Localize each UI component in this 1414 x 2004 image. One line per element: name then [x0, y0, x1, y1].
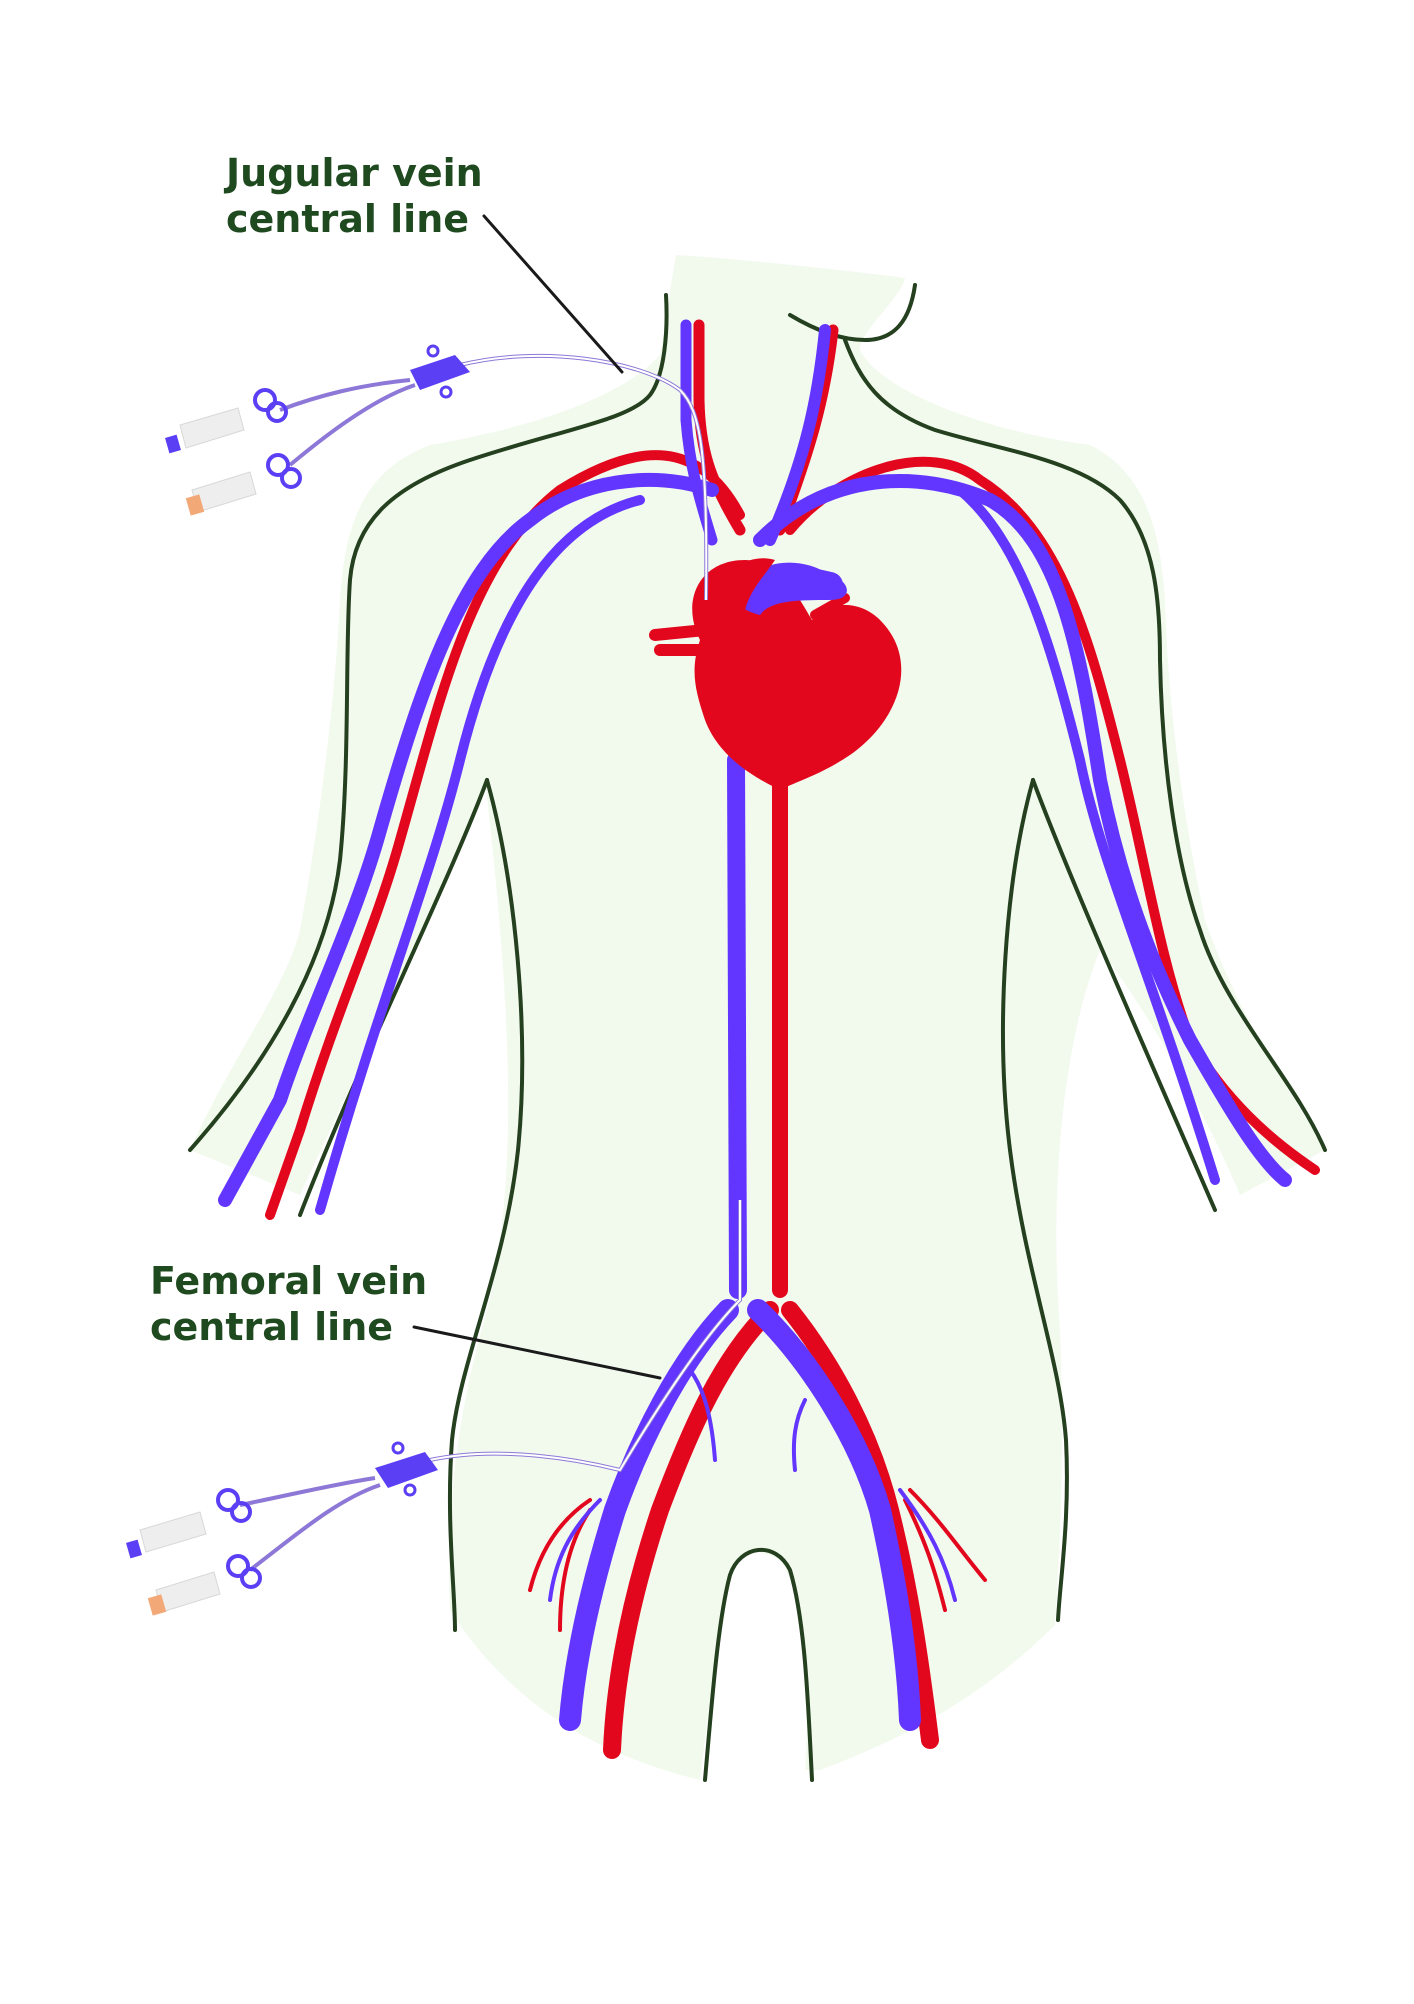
pelvic-branch-left — [688, 1368, 717, 1462]
outline-neck-right — [843, 338, 1327, 1152]
jugular-catheter-line-b — [459, 354, 708, 601]
jugular-lumen-1 — [279, 378, 411, 412]
branch-right-3 — [898, 1488, 957, 1602]
pelvic-branch-right — [791, 1398, 807, 1472]
femoral-label: Femoral vein central line — [150, 1258, 427, 1350]
jugular-right — [764, 324, 831, 546]
femoral-clamp-2 — [226, 1554, 263, 1589]
outline-right-torso — [1001, 778, 1069, 1622]
jugular-cap-white-tip — [165, 434, 181, 454]
heart-vessel-right-2 — [825, 623, 875, 640]
heart-artery-arch — [729, 558, 775, 610]
jugular-hub-ring-1 — [426, 344, 440, 358]
femoral-leader-line — [412, 1325, 662, 1380]
subclavian-left — [265, 450, 745, 1220]
vena-cava — [727, 751, 747, 1299]
brachiocephalic-right-inner — [955, 485, 1220, 1185]
femoral-cap-white-tip — [126, 1539, 142, 1559]
jugular-label: Jugular vein central line — [226, 150, 483, 242]
jugular-clamp-1 — [253, 388, 289, 423]
femoral-catheter-line-b — [429, 1200, 741, 1472]
jugular-label-line1: Jugular vein — [226, 151, 483, 195]
body-outline — [188, 283, 1327, 1782]
jugular-label-line2: central line — [226, 197, 470, 241]
femoral-clamp-1 — [216, 1488, 253, 1523]
groin-branches — [528, 1368, 987, 1632]
branch-right-2 — [903, 1498, 947, 1612]
carotid-left — [693, 319, 746, 536]
femoral-hub-ring-2 — [403, 1483, 417, 1497]
heart-vessel-right — [810, 593, 850, 620]
outline-left-torso — [447, 778, 525, 1632]
brachiocephalic-right — [753, 473, 1292, 1187]
femoral-label-line2: central line — [150, 1305, 394, 1349]
femoral-cap-orange — [155, 1571, 221, 1613]
leader-lines — [412, 214, 662, 1380]
femoral-cap-white — [139, 1511, 207, 1553]
femoral-lumen-1 — [239, 1476, 376, 1507]
iliac-left — [603, 1301, 779, 1759]
outline-neck-left — [188, 293, 669, 1152]
femoral-hub — [375, 1452, 438, 1488]
femoral-label-line1: Femoral vein — [150, 1259, 428, 1303]
jugular-clamp-2 — [266, 453, 303, 489]
jugular-leader-line — [482, 214, 624, 374]
catheter-icon — [126, 1441, 438, 1616]
jugular-cap-white — [179, 407, 245, 449]
branch-left-3 — [548, 1498, 602, 1602]
femoral-catheter — [126, 1200, 742, 1616]
heart-vessel-left — [649, 624, 711, 641]
femoral-lumen-2 — [248, 1483, 381, 1572]
heart-icon — [649, 558, 902, 790]
catheter-icon — [165, 344, 470, 516]
jugular-hub — [410, 355, 470, 390]
branch-left-1 — [528, 1498, 592, 1592]
outline-leg-gap — [703, 1547, 814, 1782]
brachiocephalic-left-inner — [315, 495, 645, 1215]
heart-body — [692, 560, 902, 790]
outline-right-arm-inner — [1031, 778, 1217, 1212]
outline-left-arm-inner — [298, 778, 489, 1217]
femoral-cap-orange-tip — [147, 1594, 167, 1616]
jugular-lumen-2 — [288, 383, 416, 467]
heart-vein-top — [736, 562, 847, 615]
jugular-catheter — [165, 344, 709, 601]
branch-right-1 — [908, 1488, 987, 1582]
femoral-hub-ring-1 — [391, 1441, 405, 1455]
outline-chin — [788, 283, 917, 342]
jugular-hub-ring-2 — [439, 385, 453, 399]
jugular-cap-orange-tip — [185, 494, 205, 516]
brachiocephalic-left — [218, 473, 719, 1207]
femoral-vein-right — [747, 1299, 921, 1731]
